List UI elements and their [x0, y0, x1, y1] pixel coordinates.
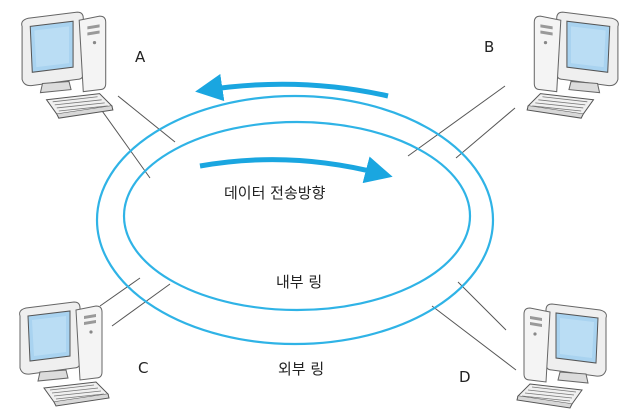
outer-direction-arrow	[195, 73, 389, 102]
cable-lines	[99, 85, 517, 371]
outer-ring-label: 외부 링	[278, 360, 324, 378]
node-label-d: D	[459, 368, 471, 386]
computer-icon	[21, 11, 114, 119]
direction-label: 데이터 전송방향	[224, 184, 326, 202]
inner-ring-label: 내부 링	[276, 273, 322, 291]
inner-direction-arrow	[199, 156, 393, 184]
inner-ring	[122, 120, 472, 312]
node-label-c: C	[138, 359, 148, 377]
outer-ring	[95, 94, 495, 346]
node-label-b: B	[484, 38, 494, 56]
node-label-a: A	[135, 48, 146, 66]
computer-icon	[526, 11, 619, 119]
computer-icon	[19, 301, 110, 407]
computer-icon	[516, 303, 607, 409]
